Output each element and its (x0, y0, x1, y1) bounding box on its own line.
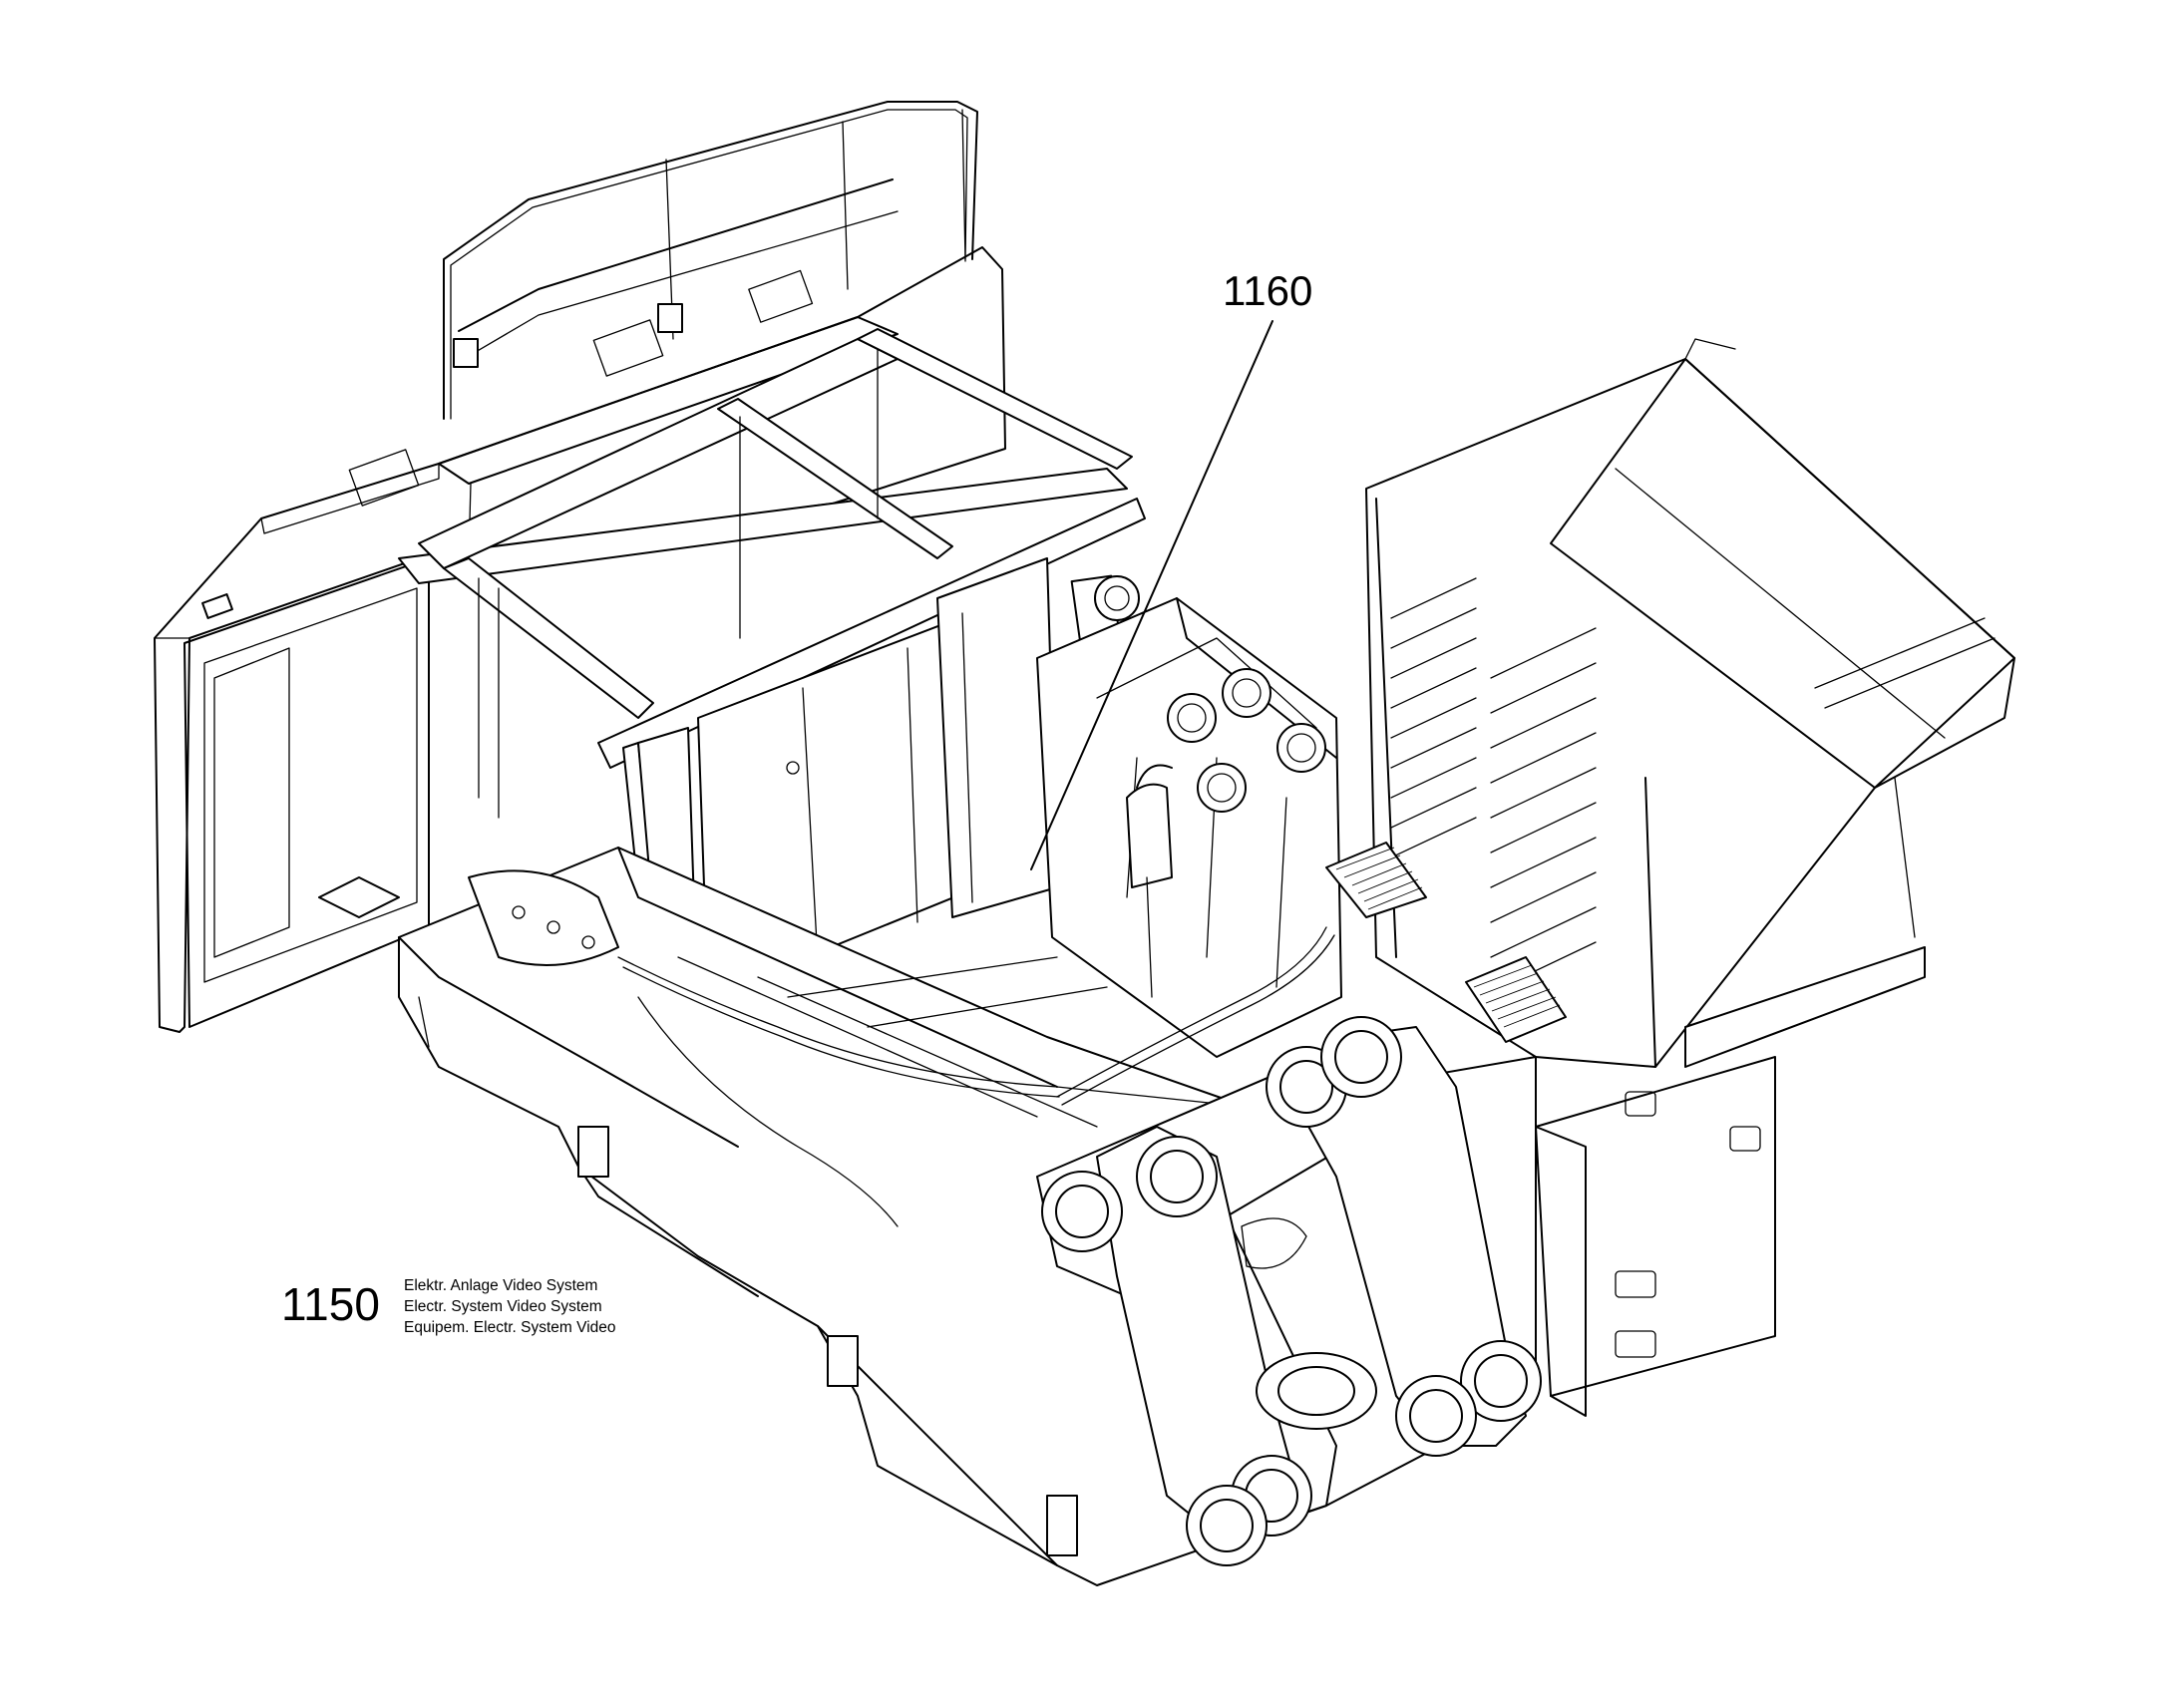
upper-frame (398, 328, 1146, 819)
engine-block (1036, 597, 1342, 1058)
legend-line-german: Elektr. Anlage Video System (404, 1277, 598, 1294)
cable-harness (617, 926, 1335, 1227)
callout-number-1160: 1160 (1223, 267, 1313, 314)
callout-1160-leader (1030, 320, 1273, 870)
legend-line-french: Equipem. Electr. System Video (404, 1319, 616, 1336)
guard-railing (443, 101, 978, 420)
walkway-grating (1325, 842, 1567, 1043)
boom-linkage (1036, 1016, 1542, 1566)
callout-number-1150: 1150 (281, 1278, 380, 1330)
legend-block: Elektr. Anlage Video System Electr. Syst… (404, 1275, 616, 1338)
radiator-cooler (1365, 338, 2015, 1068)
side-tank (1535, 1056, 1776, 1417)
legend-line-english: Electr. System Video System (404, 1298, 602, 1315)
